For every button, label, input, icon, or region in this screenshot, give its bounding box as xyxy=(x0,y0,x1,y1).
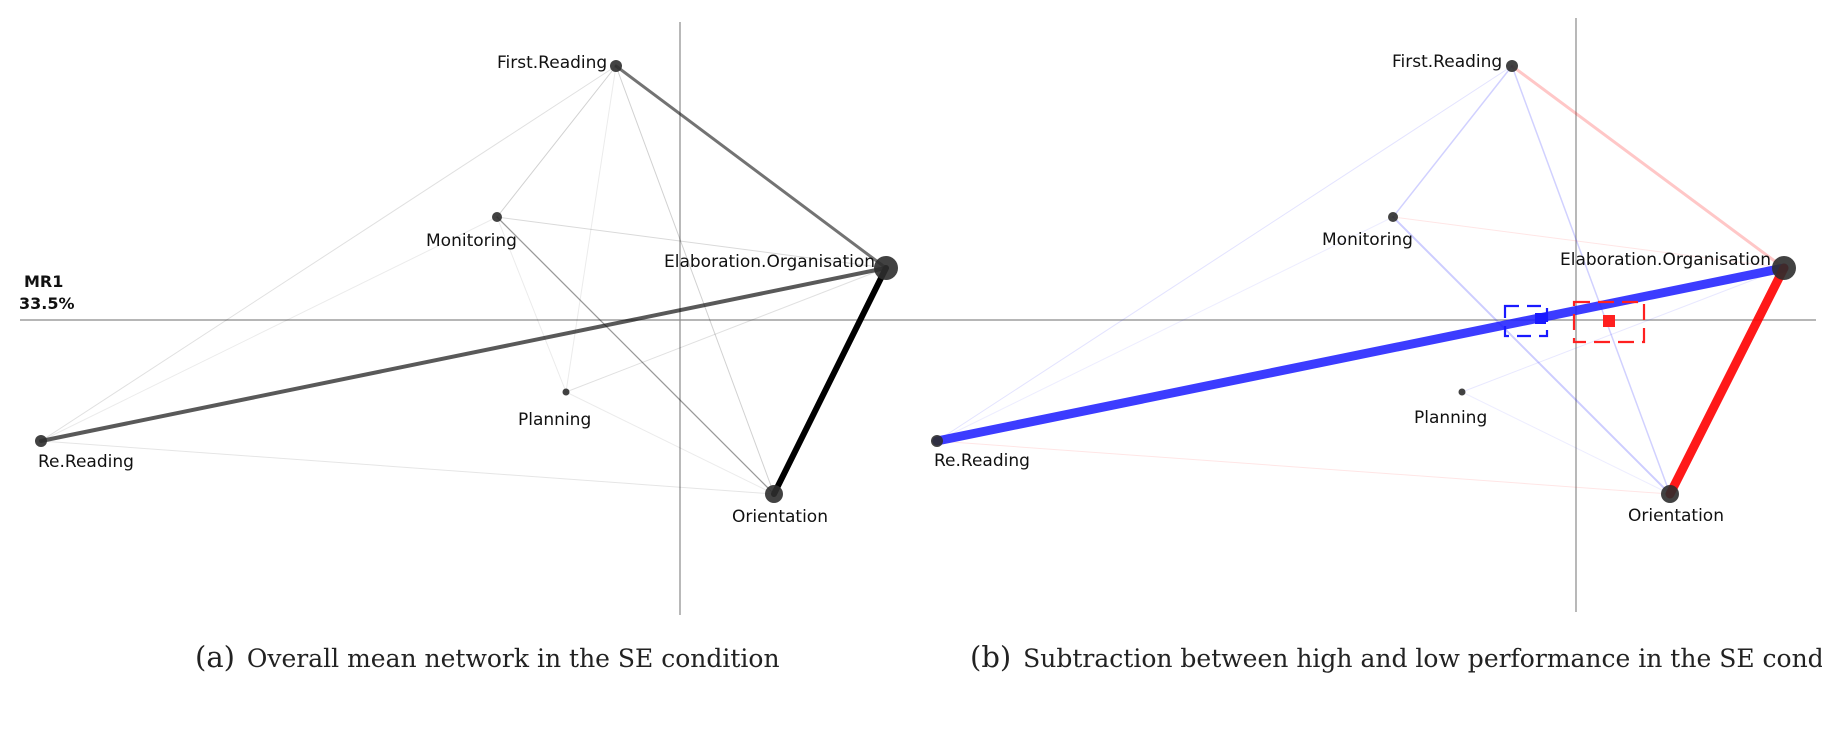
panel-a-nodes xyxy=(35,60,898,503)
panel-b-nodes xyxy=(931,60,1796,503)
node-monitoring xyxy=(492,212,502,222)
caption-a-text: Overall mean network in the SE condition xyxy=(246,644,780,673)
node-label-orientation: Orientation xyxy=(732,507,828,527)
node-planning xyxy=(1458,388,1466,396)
node-label-first-reading: First.Reading xyxy=(497,53,607,73)
node-label-monitoring: Monitoring xyxy=(426,231,517,251)
edge-first-reading-planning xyxy=(565,65,617,393)
edge-re-reading-orientation xyxy=(40,440,775,495)
node-label-monitoring: Monitoring xyxy=(1322,230,1413,250)
axis-variance-label: 33.5% xyxy=(19,294,75,313)
panel-b-subtraction-network: First.Reading Monitoring Elaboration.Org… xyxy=(918,18,1816,612)
low-group-confidence-box xyxy=(1572,300,1646,344)
diff-edge-planning-orientation xyxy=(1461,391,1671,495)
node-first-reading xyxy=(1506,60,1518,72)
caption-b-tag: (b) xyxy=(970,640,1012,674)
node-label-planning: Planning xyxy=(518,410,591,430)
edge-first-reading-re-reading xyxy=(40,65,617,442)
caption-a-tag: (a) xyxy=(195,640,235,674)
node-orientation xyxy=(765,485,783,503)
high-group-confidence-box xyxy=(1503,304,1549,338)
diff-edge-re-reading-orientation xyxy=(936,440,1671,495)
node-label-planning: Planning xyxy=(1414,408,1487,428)
node-re-reading xyxy=(35,435,47,447)
high-group-centroid xyxy=(1535,313,1546,324)
panel-b-edges xyxy=(932,64,1789,499)
diff-edge-first-reading-monitoring xyxy=(1392,65,1513,218)
low-group-centroid xyxy=(1603,315,1615,327)
diff-edge-planning-elaboration-organisation xyxy=(1461,267,1785,393)
node-planning xyxy=(562,388,570,396)
caption-a: (a) Overall mean network in the SE condi… xyxy=(195,640,780,674)
diff-edge-first-reading-orientation xyxy=(1511,65,1671,495)
edge-orientation-elaboration-organisation xyxy=(771,265,889,497)
diff-edge-monitoring-elaboration-organisation xyxy=(1392,216,1785,269)
edge-first-reading-monitoring xyxy=(496,65,617,218)
node-label-first-reading: First.Reading xyxy=(1392,52,1502,72)
node-label-elaboration-organisation: Elaboration.Organisation xyxy=(1560,250,1771,270)
panel-a-edges xyxy=(39,64,889,497)
edge-planning-elaboration-organisation xyxy=(565,267,887,393)
diff-edge-orientation-elaboration-organisation xyxy=(1665,263,1789,499)
diff-edge-first-reading-elaboration-organisation xyxy=(1510,64,1786,270)
diff-edge-re-reading-elaboration-organisation xyxy=(932,263,1789,446)
diff-edge-monitoring-orientation xyxy=(1392,216,1671,495)
node-elaboration-organisation xyxy=(874,256,898,280)
node-first-reading xyxy=(610,60,622,72)
edge-planning-orientation xyxy=(565,391,775,495)
diff-edge-monitoring-re-reading xyxy=(936,216,1394,442)
diff-edge-first-reading-re-reading xyxy=(936,65,1513,442)
panel-a-mean-network: MR1 33.5% First.Reading Monitoring Elabo… xyxy=(19,22,918,615)
axis-name-label: MR1 xyxy=(24,272,63,291)
node-label-elaboration-organisation: Elaboration.Organisation xyxy=(664,252,875,272)
caption-b-text: Subtraction between high and low perform… xyxy=(1023,644,1822,673)
caption-b: (b) Subtraction between high and low per… xyxy=(970,640,1822,674)
node-orientation xyxy=(1661,485,1679,503)
node-re-reading xyxy=(931,435,943,447)
edge-monitoring-orientation xyxy=(496,216,775,495)
edge-monitoring-re-reading xyxy=(40,216,498,442)
node-label-re-reading: Re.Reading xyxy=(934,451,1030,471)
node-label-orientation: Orientation xyxy=(1628,506,1724,526)
panel-b-centroids xyxy=(1503,300,1646,344)
node-elaboration-organisation xyxy=(1772,256,1796,280)
node-monitoring xyxy=(1388,212,1398,222)
edge-first-reading-orientation xyxy=(615,65,775,495)
edge-monitoring-elaboration-organisation xyxy=(496,216,887,269)
edge-first-reading-elaboration-organisation xyxy=(614,64,888,270)
node-label-re-reading: Re.Reading xyxy=(38,452,134,472)
edge-monitoring-planning xyxy=(496,216,567,393)
edge-re-reading-elaboration-organisation xyxy=(39,266,888,443)
